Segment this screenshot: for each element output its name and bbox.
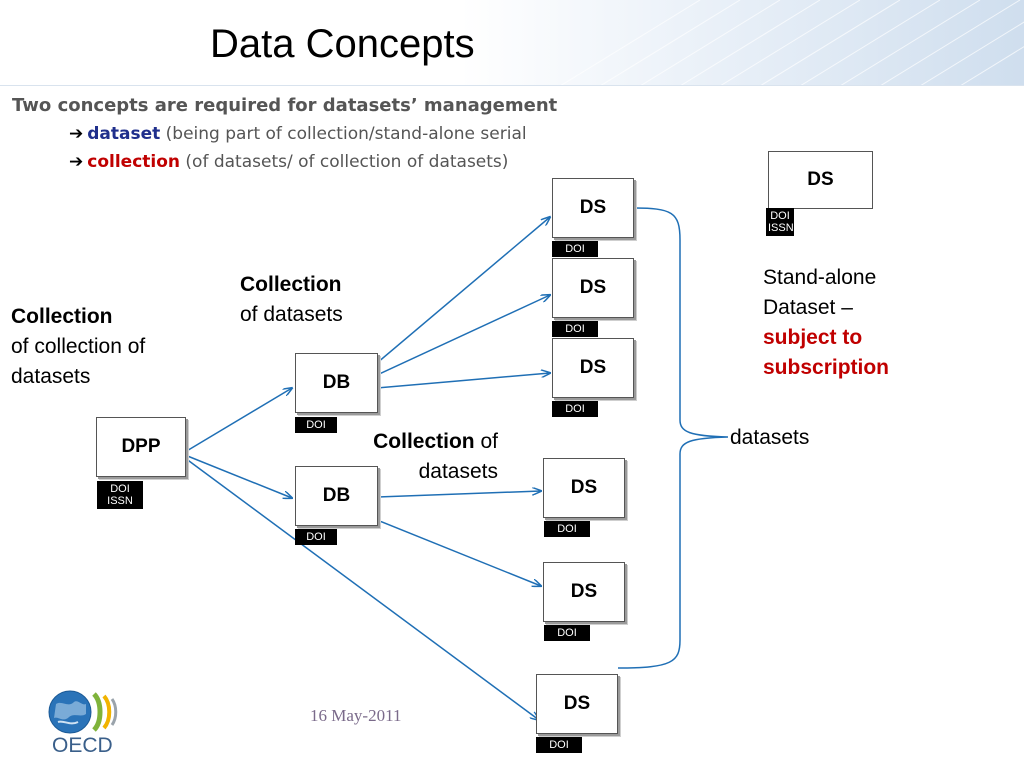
label-text: Dataset –: [763, 296, 853, 319]
oecd-logo-icon: [48, 690, 118, 734]
label-bold: Collection: [240, 273, 342, 296]
label-collection-lower: Collection of datasets: [346, 427, 498, 487]
node-db-2-label: DB: [322, 485, 351, 506]
node-ds-5: DS: [543, 562, 625, 622]
doi-tag: DOI: [306, 531, 326, 543]
doi-tag: DOI: [557, 627, 577, 639]
header-decoration: [559, 0, 1024, 86]
node-ds-3-label: DS: [579, 357, 607, 378]
label-red: subscription: [763, 356, 890, 379]
issn-tag: ISSN: [768, 222, 794, 234]
edge-dpp-db1: [184, 388, 292, 453]
collection-description: (of datasets/ of collection of datasets): [180, 152, 509, 172]
label-text: datasets: [418, 460, 498, 483]
node-dpp-label: DPP: [121, 436, 161, 457]
node-ds-6-label: DS: [563, 693, 591, 714]
node-ds-1-label: DS: [579, 197, 607, 218]
right-arrow-icon: ➔: [69, 152, 84, 172]
intro-line-3: ➔collection (of datasets/ of collection …: [69, 152, 508, 172]
doi-tag: DOI: [770, 210, 790, 222]
edge-db2-ds5: [376, 519, 541, 586]
doi-tag: DOI: [306, 419, 326, 431]
label-text: of collection of: [11, 335, 146, 358]
label-datasets: datasets: [730, 426, 810, 449]
intro-text: Two concepts are required for datasets’ …: [12, 95, 558, 172]
edge-db1-ds2: [376, 295, 550, 376]
edge-dpp-ds6: [184, 457, 539, 720]
label-text: of: [474, 430, 498, 453]
label-bold: Collection: [373, 430, 475, 453]
edge-db1-ds1: [376, 217, 550, 364]
node-ds-6-tag: DOI: [536, 737, 582, 753]
node-ds-4: DS: [543, 458, 625, 518]
node-db-1-tag: DOI: [295, 417, 337, 433]
label-text: datasets: [11, 365, 91, 388]
node-ds-5-tag: DOI: [544, 625, 590, 641]
doi-tag: DOI: [110, 483, 130, 495]
label-standalone-dataset: Stand-alone Dataset – subject to subscri…: [763, 263, 889, 383]
doi-tag: DOI: [565, 323, 585, 335]
header-band: Data Concepts: [0, 0, 1024, 86]
node-db-2-tag: DOI: [295, 529, 337, 545]
edge-db2-ds4: [376, 491, 541, 498]
node-ds-1-tag: DOI: [552, 241, 598, 257]
label-bold: Collection: [11, 305, 113, 328]
edge-db1-ds3: [376, 373, 550, 389]
node-ds-3: DS: [552, 338, 634, 398]
edge-dpp-db2: [184, 454, 292, 498]
label-red: subject to: [763, 326, 863, 349]
doi-tag: DOI: [565, 403, 585, 415]
node-ds-4-tag: DOI: [544, 521, 590, 537]
intro-line-1: Two concepts are required for datasets’ …: [12, 95, 558, 116]
label-text: Stand-alone: [763, 266, 877, 289]
node-ds-standalone: DS: [768, 151, 873, 209]
node-dpp: DPP: [96, 417, 186, 477]
node-ds-5-label: DS: [570, 581, 598, 602]
datasets-brace: [617, 207, 729, 669]
slide-title: Data Concepts: [210, 22, 475, 66]
dataset-keyword: dataset: [87, 124, 161, 144]
slide-date: 16 May-2011: [310, 706, 402, 725]
collection-keyword: collection: [87, 152, 181, 172]
node-ds-6: DS: [536, 674, 618, 734]
node-db-1: DB: [295, 353, 378, 413]
doi-tag: DOI: [557, 523, 577, 535]
doi-tag: DOI: [549, 739, 569, 751]
intro-line-2: ➔dataset (being part of collection/stand…: [69, 124, 527, 144]
issn-tag: ISSN: [107, 495, 133, 507]
node-ds-1: DS: [552, 178, 634, 238]
label-text: of datasets: [240, 303, 343, 326]
node-ds-4-label: DS: [570, 477, 598, 498]
node-db-1-label: DB: [322, 372, 351, 393]
right-arrow-icon: ➔: [69, 124, 84, 144]
node-ds-standalone-label: DS: [807, 169, 834, 190]
node-ds-2-label: DS: [579, 277, 607, 298]
label-collection-upper: Collection of datasets: [240, 270, 343, 330]
node-ds-3-tag: DOI: [552, 401, 598, 417]
oecd-logo-text: OECD: [52, 734, 113, 757]
node-db-2: DB: [295, 466, 378, 526]
label-collection-of-collections: Collection of collection of datasets: [11, 302, 145, 392]
dataset-description: (being part of collection/stand-alone se…: [160, 124, 527, 144]
doi-tag: DOI: [565, 243, 585, 255]
node-ds-2-tag: DOI: [552, 321, 598, 337]
node-ds-2: DS: [552, 258, 634, 318]
